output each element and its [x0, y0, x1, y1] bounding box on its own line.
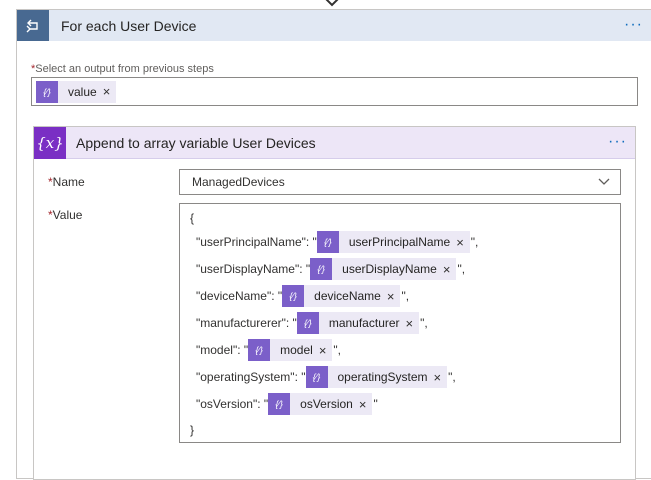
dynamic-content-icon: {⁄}	[248, 339, 271, 361]
append-array-title: Append to array variable User Devices	[76, 134, 316, 151]
dynamic-content-icon: {⁄}	[36, 80, 58, 103]
for-each-title: For each User Device	[61, 17, 197, 34]
append-array-card: {x} Append to array variable User Device…	[33, 126, 636, 480]
close-icon[interactable]: ×	[102, 84, 111, 99]
close-icon[interactable]: ×	[358, 396, 367, 412]
arrow-down-icon	[325, 0, 339, 7]
json-line: "model": " {⁄} model × ",	[196, 338, 341, 362]
dynamic-token[interactable]: {⁄} model ×	[248, 339, 333, 361]
close-icon[interactable]: ×	[318, 342, 327, 358]
output-input[interactable]: {⁄} value ×	[31, 77, 638, 106]
dynamic-token[interactable]: {⁄} value ×	[36, 80, 117, 103]
name-field-label: *Name	[48, 175, 85, 189]
output-field-label: *Select an output from previous steps	[31, 63, 214, 75]
dynamic-content-icon: {⁄}	[316, 231, 339, 253]
for-each-header[interactable]: For each User Device ···	[17, 10, 651, 41]
name-select[interactable]: ManagedDevices	[179, 169, 621, 195]
dynamic-content-icon: {⁄}	[305, 366, 328, 388]
json-line: "userPrincipalName": " {⁄} userPrincipal…	[196, 230, 478, 254]
loop-icon	[17, 10, 49, 41]
close-icon[interactable]: ×	[405, 315, 414, 331]
dynamic-content-icon: {⁄}	[296, 312, 319, 334]
close-icon[interactable]: ×	[456, 234, 464, 250]
dynamic-content-icon: {⁄}	[268, 393, 291, 415]
json-line: "manufacturerer": " {⁄} manufacturer × "…	[196, 311, 428, 335]
variable-icon: {x}	[34, 126, 66, 159]
json-line: "userDisplayName": " {⁄} userDisplayName…	[196, 257, 465, 281]
json-line: "deviceName": " {⁄} deviceName × ",	[196, 284, 409, 308]
dynamic-content-icon: {⁄}	[282, 285, 305, 307]
append-array-header[interactable]: {x} Append to array variable User Device…	[34, 126, 635, 159]
value-field-label: *Value	[48, 208, 83, 222]
more-icon[interactable]: ···	[608, 133, 627, 150]
close-icon[interactable]: ×	[386, 288, 395, 304]
dynamic-token[interactable]: {⁄} deviceName ×	[282, 285, 401, 307]
chevron-down-icon	[598, 178, 610, 185]
dynamic-token[interactable]: {⁄} manufacturer ×	[296, 312, 420, 334]
dynamic-token[interactable]: {⁄} userPrincipalName ×	[316, 231, 470, 253]
dynamic-token[interactable]: {⁄} userDisplayName ×	[310, 258, 457, 280]
json-line: "operatingSystem": " {⁄} operatingSystem…	[196, 365, 456, 389]
for-each-card: For each User Device ··· *Select an outp…	[16, 9, 651, 480]
name-select-value: ManagedDevices	[192, 175, 285, 189]
close-brace: }	[190, 423, 195, 437]
close-icon[interactable]: ×	[442, 261, 451, 277]
dynamic-token[interactable]: {⁄} operatingSystem ×	[305, 366, 448, 388]
value-editor[interactable]: { "userPrincipalName": " {⁄} userPrincip…	[179, 203, 621, 443]
close-icon[interactable]: ×	[433, 369, 442, 385]
dynamic-token[interactable]: {⁄} osVersion ×	[268, 393, 373, 415]
open-brace: {	[190, 211, 195, 225]
json-line: "osVersion": " {⁄} osVersion × "	[196, 392, 378, 416]
dynamic-content-icon: {⁄}	[310, 258, 333, 280]
more-icon[interactable]: ···	[624, 16, 643, 33]
token-label: value	[68, 84, 97, 99]
required-marker: *	[31, 63, 36, 75]
